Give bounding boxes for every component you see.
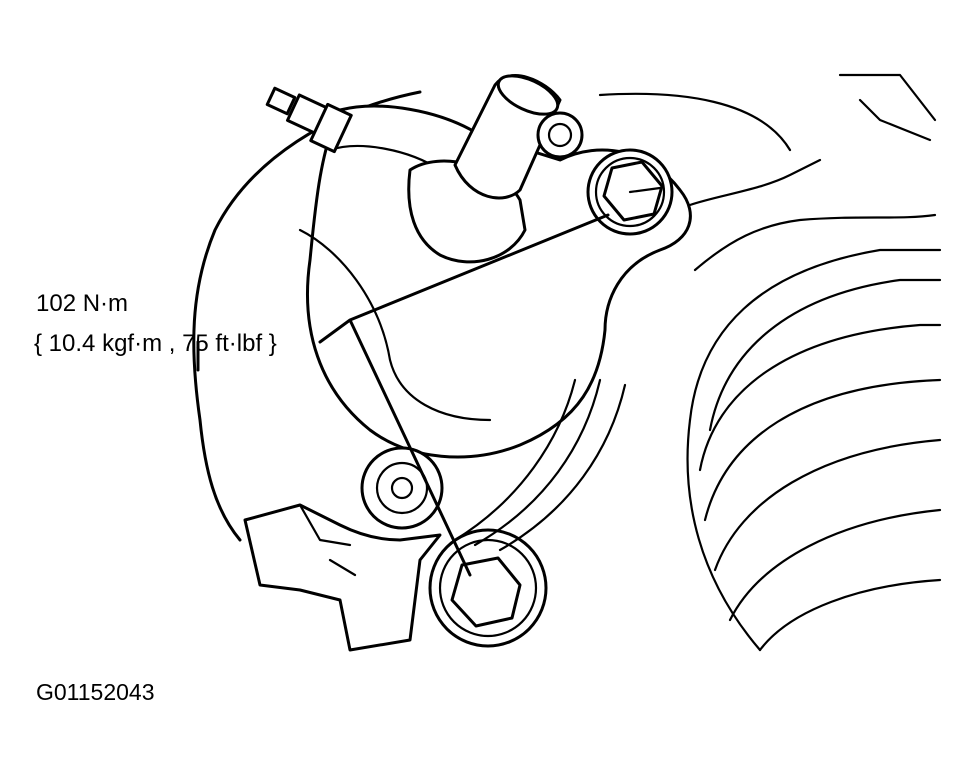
hose-bushing bbox=[536, 111, 584, 159]
knuckle-contour bbox=[688, 158, 937, 272]
pad-rib-2 bbox=[473, 378, 602, 547]
guide-pin-bushing bbox=[360, 446, 444, 530]
upper-mounting-bolt bbox=[586, 148, 674, 236]
caliper-bracket bbox=[243, 503, 442, 652]
torque-value-alt-units: { 10.4 kgf·m , 75 ft·lbf } bbox=[34, 330, 277, 357]
leader-line bbox=[196, 213, 610, 577]
knuckle-upper-right bbox=[838, 73, 937, 142]
backing-plate-inner-arc bbox=[598, 92, 792, 152]
pad-rib-1 bbox=[453, 378, 577, 542]
hose-end-cap bbox=[496, 74, 560, 116]
torque-value-nm: 102 N·m bbox=[36, 290, 129, 317]
hose-bushing-inner bbox=[547, 122, 573, 148]
bleeder-screw bbox=[265, 86, 353, 154]
cv-joint-boot bbox=[686, 248, 942, 652]
lower-mounting-bolt bbox=[428, 528, 548, 648]
bracket-detail bbox=[298, 503, 357, 577]
figure-code: G01152043 bbox=[36, 679, 155, 705]
pad-rib-3 bbox=[498, 383, 627, 552]
